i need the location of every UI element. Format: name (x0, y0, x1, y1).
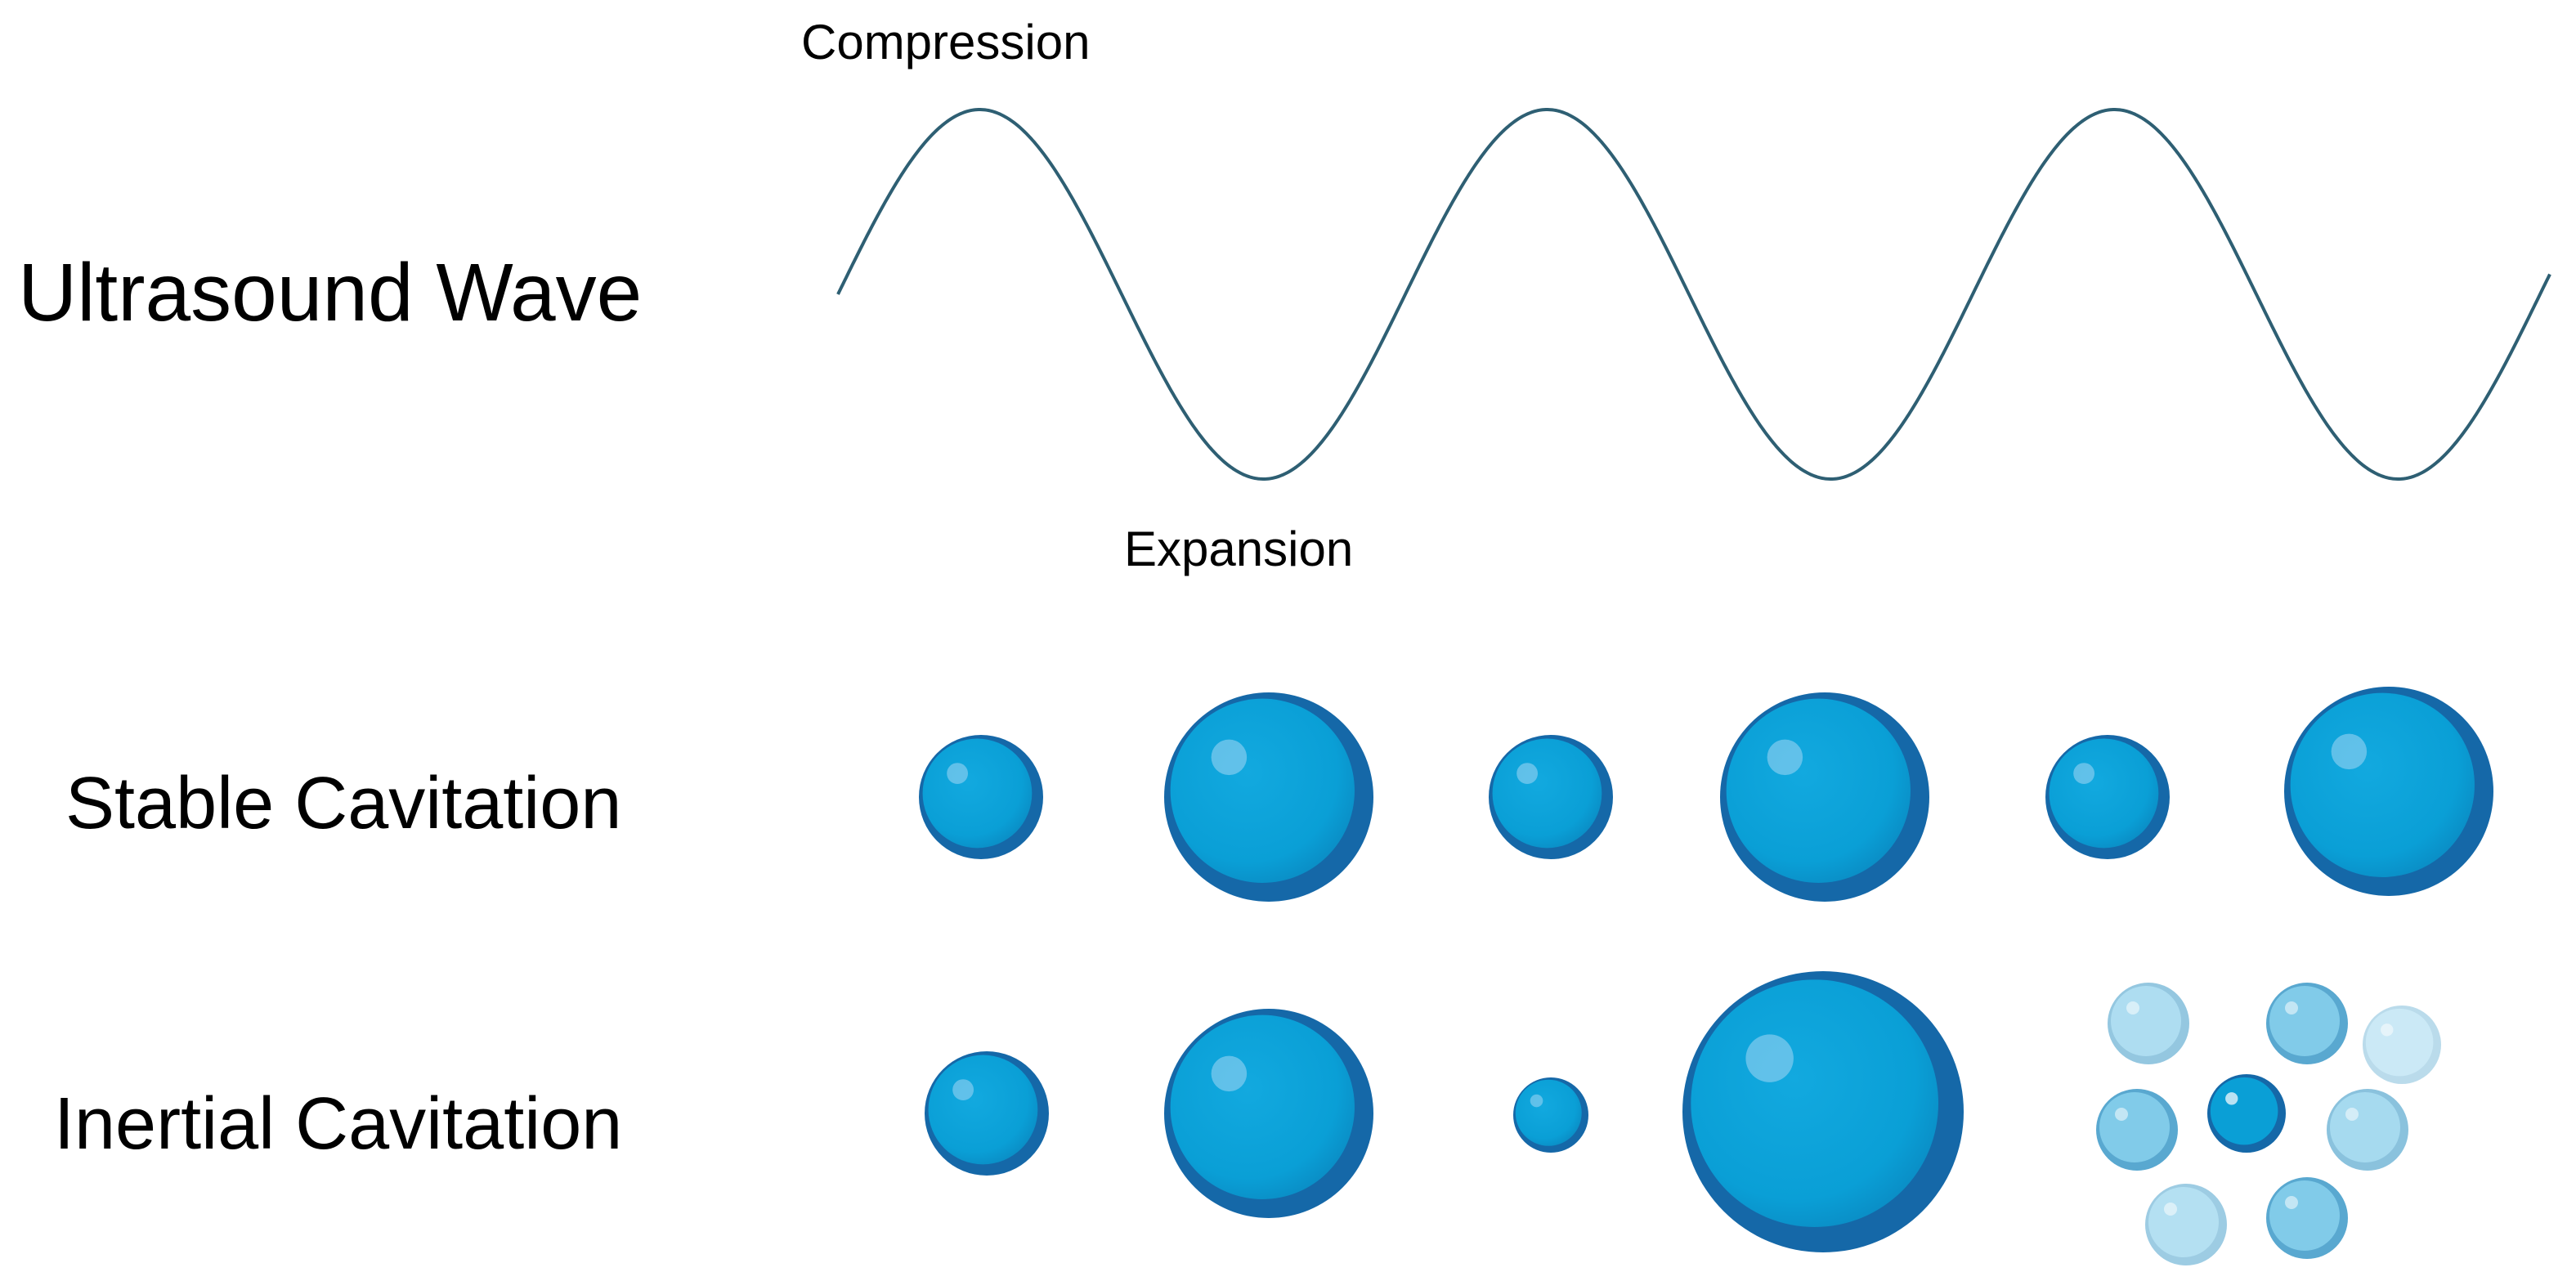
fragment-bubble (2266, 1177, 2348, 1259)
inertial-bubble (1682, 971, 1964, 1252)
ultrasound-wave-line (836, 108, 2551, 481)
fragment-bubble (2145, 1184, 2227, 1265)
expansion-label: Expansion (1124, 522, 1354, 576)
compression-label: Compression (801, 15, 1091, 69)
stable-bubble (919, 735, 1043, 859)
fragment-bubble (2108, 983, 2189, 1064)
fragment-bubble (2266, 983, 2348, 1064)
stable-bubble (2284, 687, 2493, 896)
stable-bubble (1164, 692, 1373, 902)
stable-bubble (1720, 692, 1929, 902)
fragment-bubble (2363, 1006, 2441, 1084)
inertial-cavitation-row (925, 971, 1964, 1252)
ultrasound-wave-label: Ultrasound Wave (18, 247, 643, 338)
stable-cavitation-row (919, 687, 2493, 902)
inertial-bubble (1164, 1009, 1373, 1218)
inertial-bubble (925, 1051, 1049, 1176)
stable-bubble (1489, 735, 1613, 859)
fragment-bubble (2096, 1089, 2178, 1171)
collapsed-bubble-fragments (2096, 983, 2441, 1265)
stable-bubble (2045, 735, 2170, 859)
inertial-bubble (1513, 1077, 1588, 1153)
stable-cavitation-label: Stable Cavitation (65, 763, 622, 844)
inertial-cavitation-label: Inertial Cavitation (54, 1083, 623, 1165)
fragment-bubble (2327, 1089, 2408, 1171)
fragment-bubble (2207, 1074, 2286, 1153)
